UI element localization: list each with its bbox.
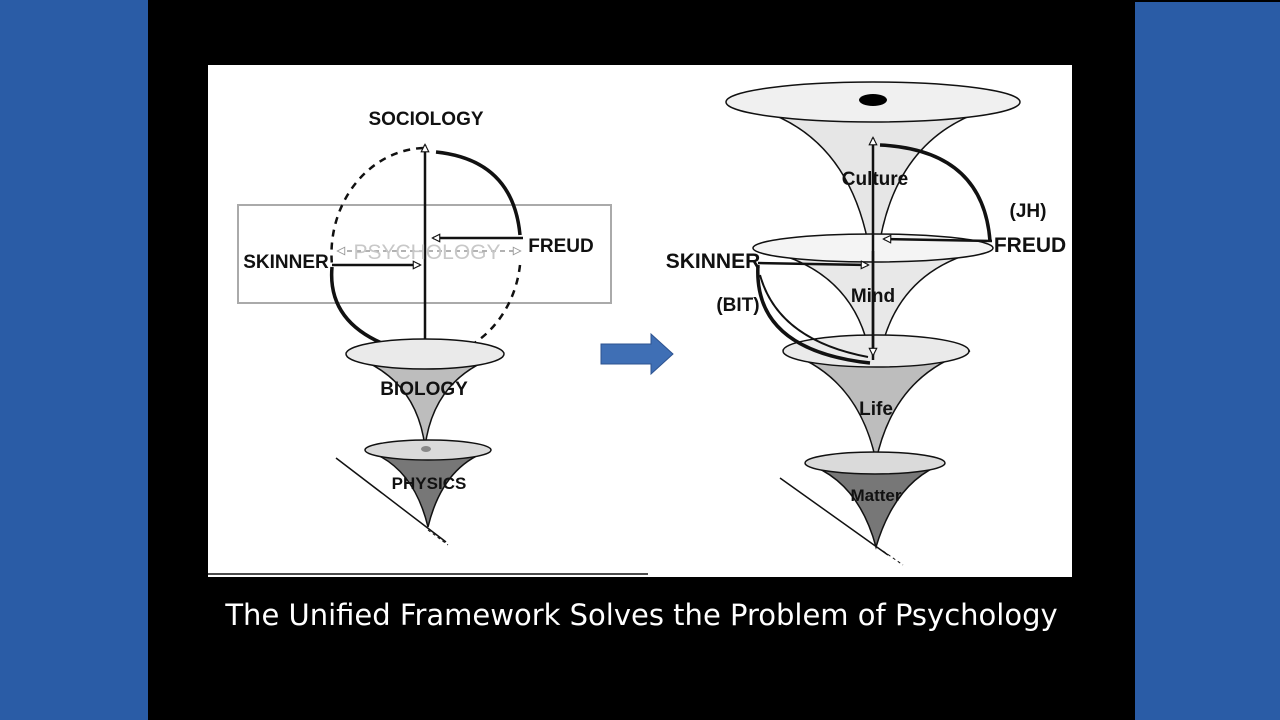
- matter-cone-top: [804, 451, 946, 475]
- biology-cone-top: [345, 338, 505, 370]
- diagonal-line: [779, 477, 889, 556]
- bit-label: (BIT): [716, 295, 759, 316]
- right-arrow-icon: [600, 332, 674, 376]
- matter-label: Matter: [850, 486, 901, 505]
- freud-arc: [435, 150, 522, 236]
- framework-diagram: SOCIOLOGY SKINNER FREUD PSYCHOLOGY BIOLO…: [208, 65, 1072, 577]
- freud-arc: [879, 143, 992, 242]
- biology-label: BIOLOGY: [380, 379, 468, 400]
- dashed-arc: [330, 146, 424, 266]
- right-diagram: Culture Mind Life Matter SKINNER (BIT) F…: [666, 81, 1066, 566]
- mind-label: Mind: [851, 286, 895, 307]
- life-label: Life: [859, 399, 893, 420]
- dashed-arc: [427, 264, 522, 360]
- skinner-label: SKINNER: [666, 250, 761, 273]
- left-diagram: SOCIOLOGY SKINNER FREUD PSYCHOLOGY BIOLO…: [237, 109, 612, 546]
- culture-label: Culture: [842, 169, 909, 190]
- diagonal-dash: [427, 529, 449, 546]
- skinner-arrow: [757, 263, 868, 265]
- sociology-label: SOCIOLOGY: [368, 109, 483, 130]
- diagonal-dash: [882, 550, 904, 566]
- culture-hole: [859, 94, 887, 106]
- physics-cone: [364, 449, 492, 528]
- freud-arrow: [884, 239, 993, 241]
- freud-label: FREUD: [994, 234, 1066, 257]
- matter-cone: [804, 462, 946, 550]
- slide-caption: The Unified Framework Solves the Problem…: [225, 598, 1058, 632]
- right-side-panel: [1135, 2, 1280, 720]
- cone-tip: [421, 446, 431, 452]
- jh-label: (JH): [1010, 201, 1047, 222]
- skinner-label: SKINNER: [243, 252, 329, 273]
- left-side-panel: [0, 0, 148, 720]
- psychology-label: PSYCHOLOGY: [353, 241, 500, 264]
- life-cone-top: [782, 334, 970, 368]
- skinner-arc: [756, 264, 871, 365]
- freud-label: FREUD: [528, 236, 593, 257]
- skinner-arc-inner: [759, 274, 869, 358]
- diagonal-line: [335, 457, 447, 543]
- physics-label: PHYSICS: [392, 474, 467, 493]
